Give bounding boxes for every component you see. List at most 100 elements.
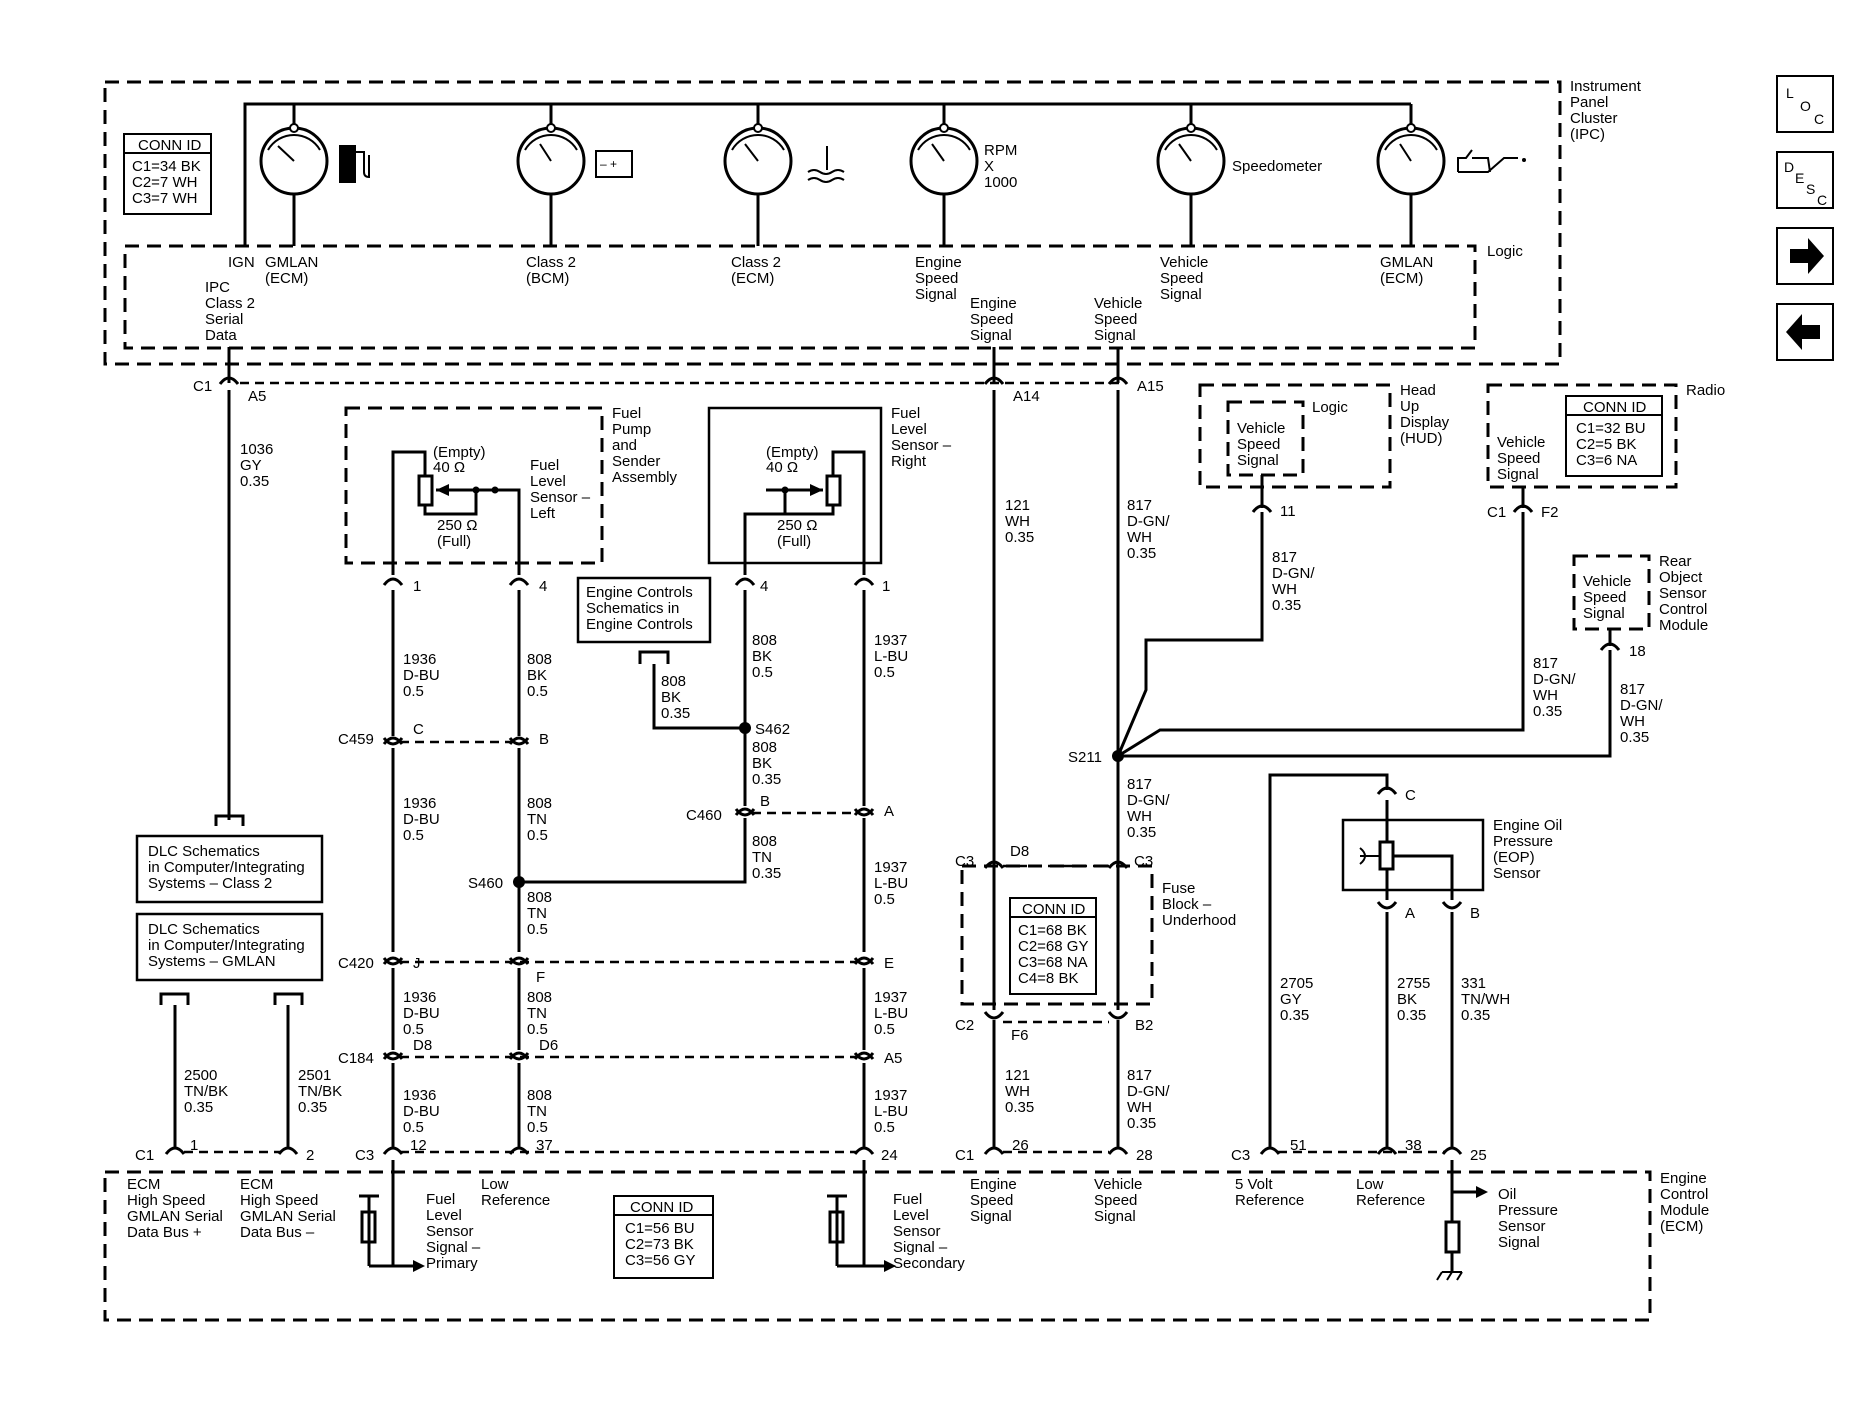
svg-text:D8: D8 — [1010, 843, 1029, 860]
prev-arrow-button[interactable] — [1776, 303, 1834, 361]
svg-text:F2: F2 — [1541, 504, 1559, 521]
svg-text:A14: A14 — [1013, 388, 1040, 405]
svg-text:B: B — [760, 793, 770, 810]
gmlan-ecm-label-2: GMLAN(ECM) — [1380, 254, 1433, 287]
svg-text:C1: C1 — [1487, 504, 1506, 521]
radio-conn-table: CONN ID C1=32 BU C2=5 BK C3=6 NA — [1565, 395, 1663, 477]
svg-text:C2=73 BK: C2=73 BK — [625, 1236, 694, 1253]
ipc-conn-table: CONN ID C1=34 BK C2=7 WH C3=7 WH — [123, 133, 212, 215]
fuel-pump-icon — [339, 145, 370, 183]
svg-text:C2: C2 — [955, 1017, 974, 1034]
svg-text:C1=68 BK: C1=68 BK — [1018, 922, 1087, 939]
svg-text:1: 1 — [882, 578, 890, 595]
svg-text:C4=8 BK: C4=8 BK — [1018, 970, 1078, 987]
svg-text:C3: C3 — [1231, 1147, 1250, 1164]
svg-text:11: 11 — [1280, 503, 1296, 520]
svg-text:J: J — [413, 955, 421, 972]
svg-text:C3=7 WH: C3=7 WH — [132, 190, 197, 207]
svg-text:Radio: Radio — [1686, 382, 1725, 399]
svg-text:C1: C1 — [955, 1147, 974, 1164]
fuse-conn-table: CONN ID C1=68 BK C2=68 GY C3=68 NA C4=8 … — [1009, 897, 1097, 995]
svg-text:D: D — [1784, 159, 1794, 175]
svg-text:C3: C3 — [355, 1147, 374, 1164]
svg-text:C459: C459 — [338, 731, 374, 748]
svg-text:C420: C420 — [338, 955, 374, 972]
svg-text:A: A — [884, 803, 894, 820]
svg-text:C2=5 BK: C2=5 BK — [1576, 436, 1636, 453]
class2-ecm-label: Class 2(ECM) — [731, 254, 781, 287]
svg-text:C460: C460 — [686, 807, 722, 824]
svg-text:D8: D8 — [413, 1037, 432, 1054]
svg-text:28: 28 — [1136, 1147, 1153, 1164]
fuel-gauge — [259, 123, 370, 246]
svg-text:F: F — [536, 969, 545, 986]
svg-text:A15: A15 — [1137, 378, 1164, 395]
svg-text:18: 18 — [1629, 643, 1646, 660]
svg-text:O: O — [1800, 98, 1811, 114]
svg-text:C1=32 BU: C1=32 BU — [1576, 420, 1646, 437]
svg-text:E: E — [884, 955, 894, 972]
svg-text:4: 4 — [539, 578, 547, 595]
desc-button[interactable]: D E S C — [1776, 151, 1834, 209]
svg-text:Logic: Logic — [1312, 399, 1348, 416]
svg-text:– +: – + — [600, 157, 617, 171]
loc-button[interactable]: L O C — [1776, 75, 1834, 133]
oil-can-icon — [1457, 149, 1526, 173]
svg-text:D6: D6 — [539, 1037, 558, 1054]
svg-text:C: C — [1814, 111, 1824, 127]
svg-text:C3=68 NA: C3=68 NA — [1018, 954, 1088, 971]
svg-text:51: 51 — [1290, 1137, 1307, 1154]
svg-text:C1=34 BK: C1=34 BK — [132, 158, 201, 175]
svg-text:C1: C1 — [193, 378, 212, 395]
svg-text:C1: C1 — [135, 1147, 154, 1164]
svg-text:C1=56 BU: C1=56 BU — [625, 1220, 695, 1237]
next-arrow-button[interactable] — [1776, 227, 1834, 285]
coolant-temp-gauge — [723, 123, 845, 196]
battery-gauge: – + — [516, 123, 633, 196]
svg-text:S: S — [1806, 181, 1815, 197]
svg-text:25: 25 — [1470, 1147, 1487, 1164]
svg-text:CONN ID: CONN ID — [1583, 399, 1647, 416]
svg-text:E: E — [1795, 170, 1804, 186]
svg-text:CONN ID: CONN ID — [630, 1199, 694, 1216]
svg-text:C: C — [1405, 787, 1416, 804]
svg-text:C2=68 GY: C2=68 GY — [1018, 938, 1088, 955]
